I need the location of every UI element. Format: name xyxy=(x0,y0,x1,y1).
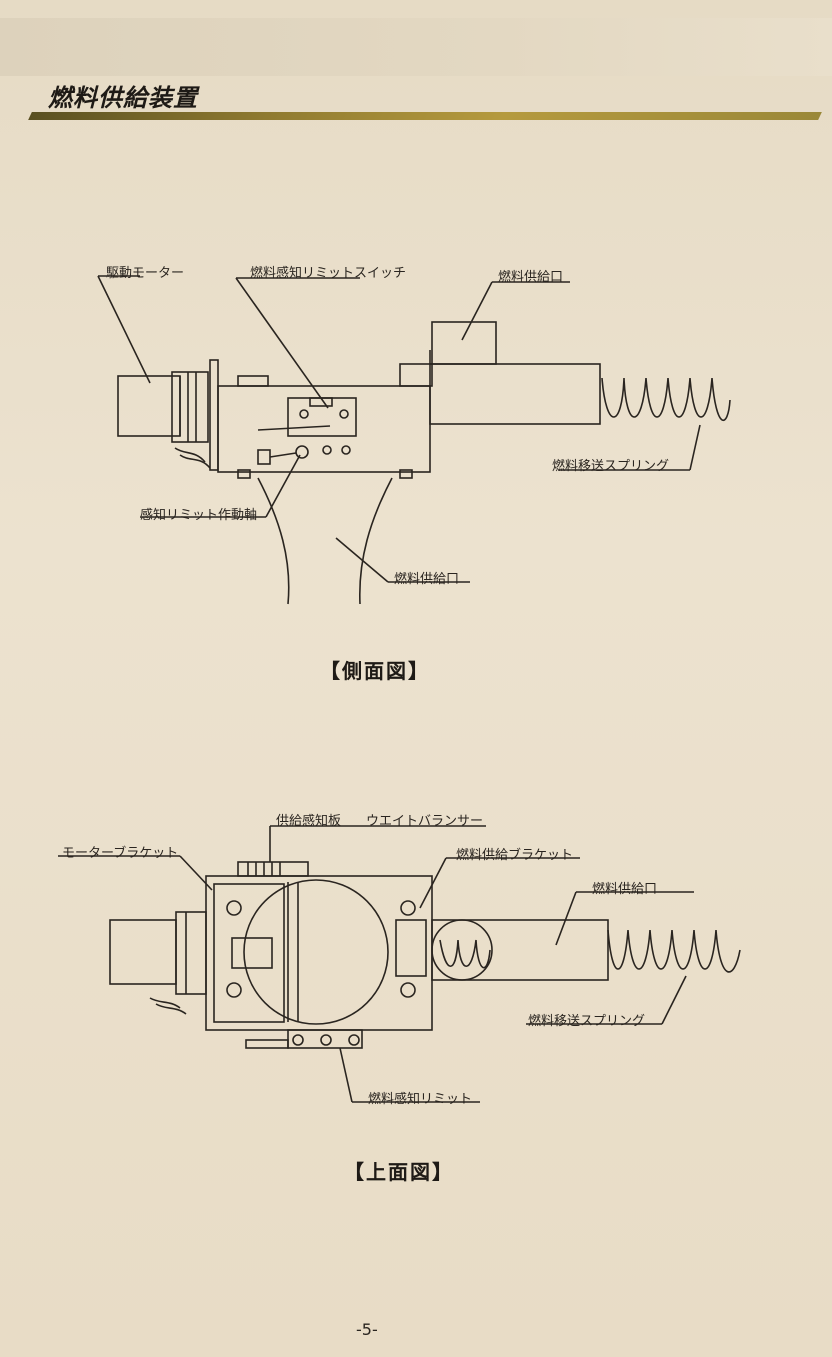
label-supply-bracket: 燃料供給ブラケット xyxy=(456,848,574,863)
main-body-shape xyxy=(217,385,431,473)
label-fuel-limit: 燃料感知リミット xyxy=(368,1092,473,1107)
top-view-caption: 【上面図】 xyxy=(344,1160,454,1184)
section-title: 燃料供給装置 xyxy=(48,84,198,112)
top-view-drawing xyxy=(58,825,741,1103)
label-transfer-spring: 燃料移送スプリング xyxy=(552,459,670,474)
side-view-drawing xyxy=(97,275,731,605)
label-top-transfer-spring: 燃料移送スプリング xyxy=(528,1014,646,1029)
page-number: -5- xyxy=(356,1320,378,1339)
top-motor-shape xyxy=(109,919,177,985)
feed-tube-shape xyxy=(429,363,601,425)
top-view-diagram: 供給感知板 ウエイトバランサー モーターブラケット 燃料供給ブラケット 燃料供給… xyxy=(0,790,832,1190)
header-band xyxy=(0,18,832,76)
hopper-circle-shape xyxy=(243,879,389,1025)
transfer-spring-shape xyxy=(601,377,731,421)
label-supply-port-top: 燃料供給口 xyxy=(498,270,564,285)
label-limit-shaft: 感知リミット作動軸 xyxy=(140,508,258,523)
label-motor-bracket: モーターブラケット xyxy=(62,846,179,861)
label-top-supply-port: 燃料供給口 xyxy=(592,882,658,897)
top-frame-shape xyxy=(205,875,433,1031)
label-drive-motor: 駆動モーター xyxy=(106,266,185,281)
top-transfer-spring-shape xyxy=(607,929,741,973)
label-sensor-plate: 供給感知板 xyxy=(276,814,342,829)
label-limit-switch: 燃料感知リミットスイッチ xyxy=(250,266,407,281)
side-view-diagram: 駆動モーター 燃料感知リミットスイッチ 燃料供給口 燃料移送スプリング 感知リミ… xyxy=(97,266,731,683)
side-view-caption: 【側面図】 xyxy=(320,659,430,683)
drive-motor-shape xyxy=(117,375,181,437)
label-weight-balancer: ウエイトバランサー xyxy=(366,814,484,829)
label-supply-port-bottom: 燃料供給口 xyxy=(394,572,460,587)
